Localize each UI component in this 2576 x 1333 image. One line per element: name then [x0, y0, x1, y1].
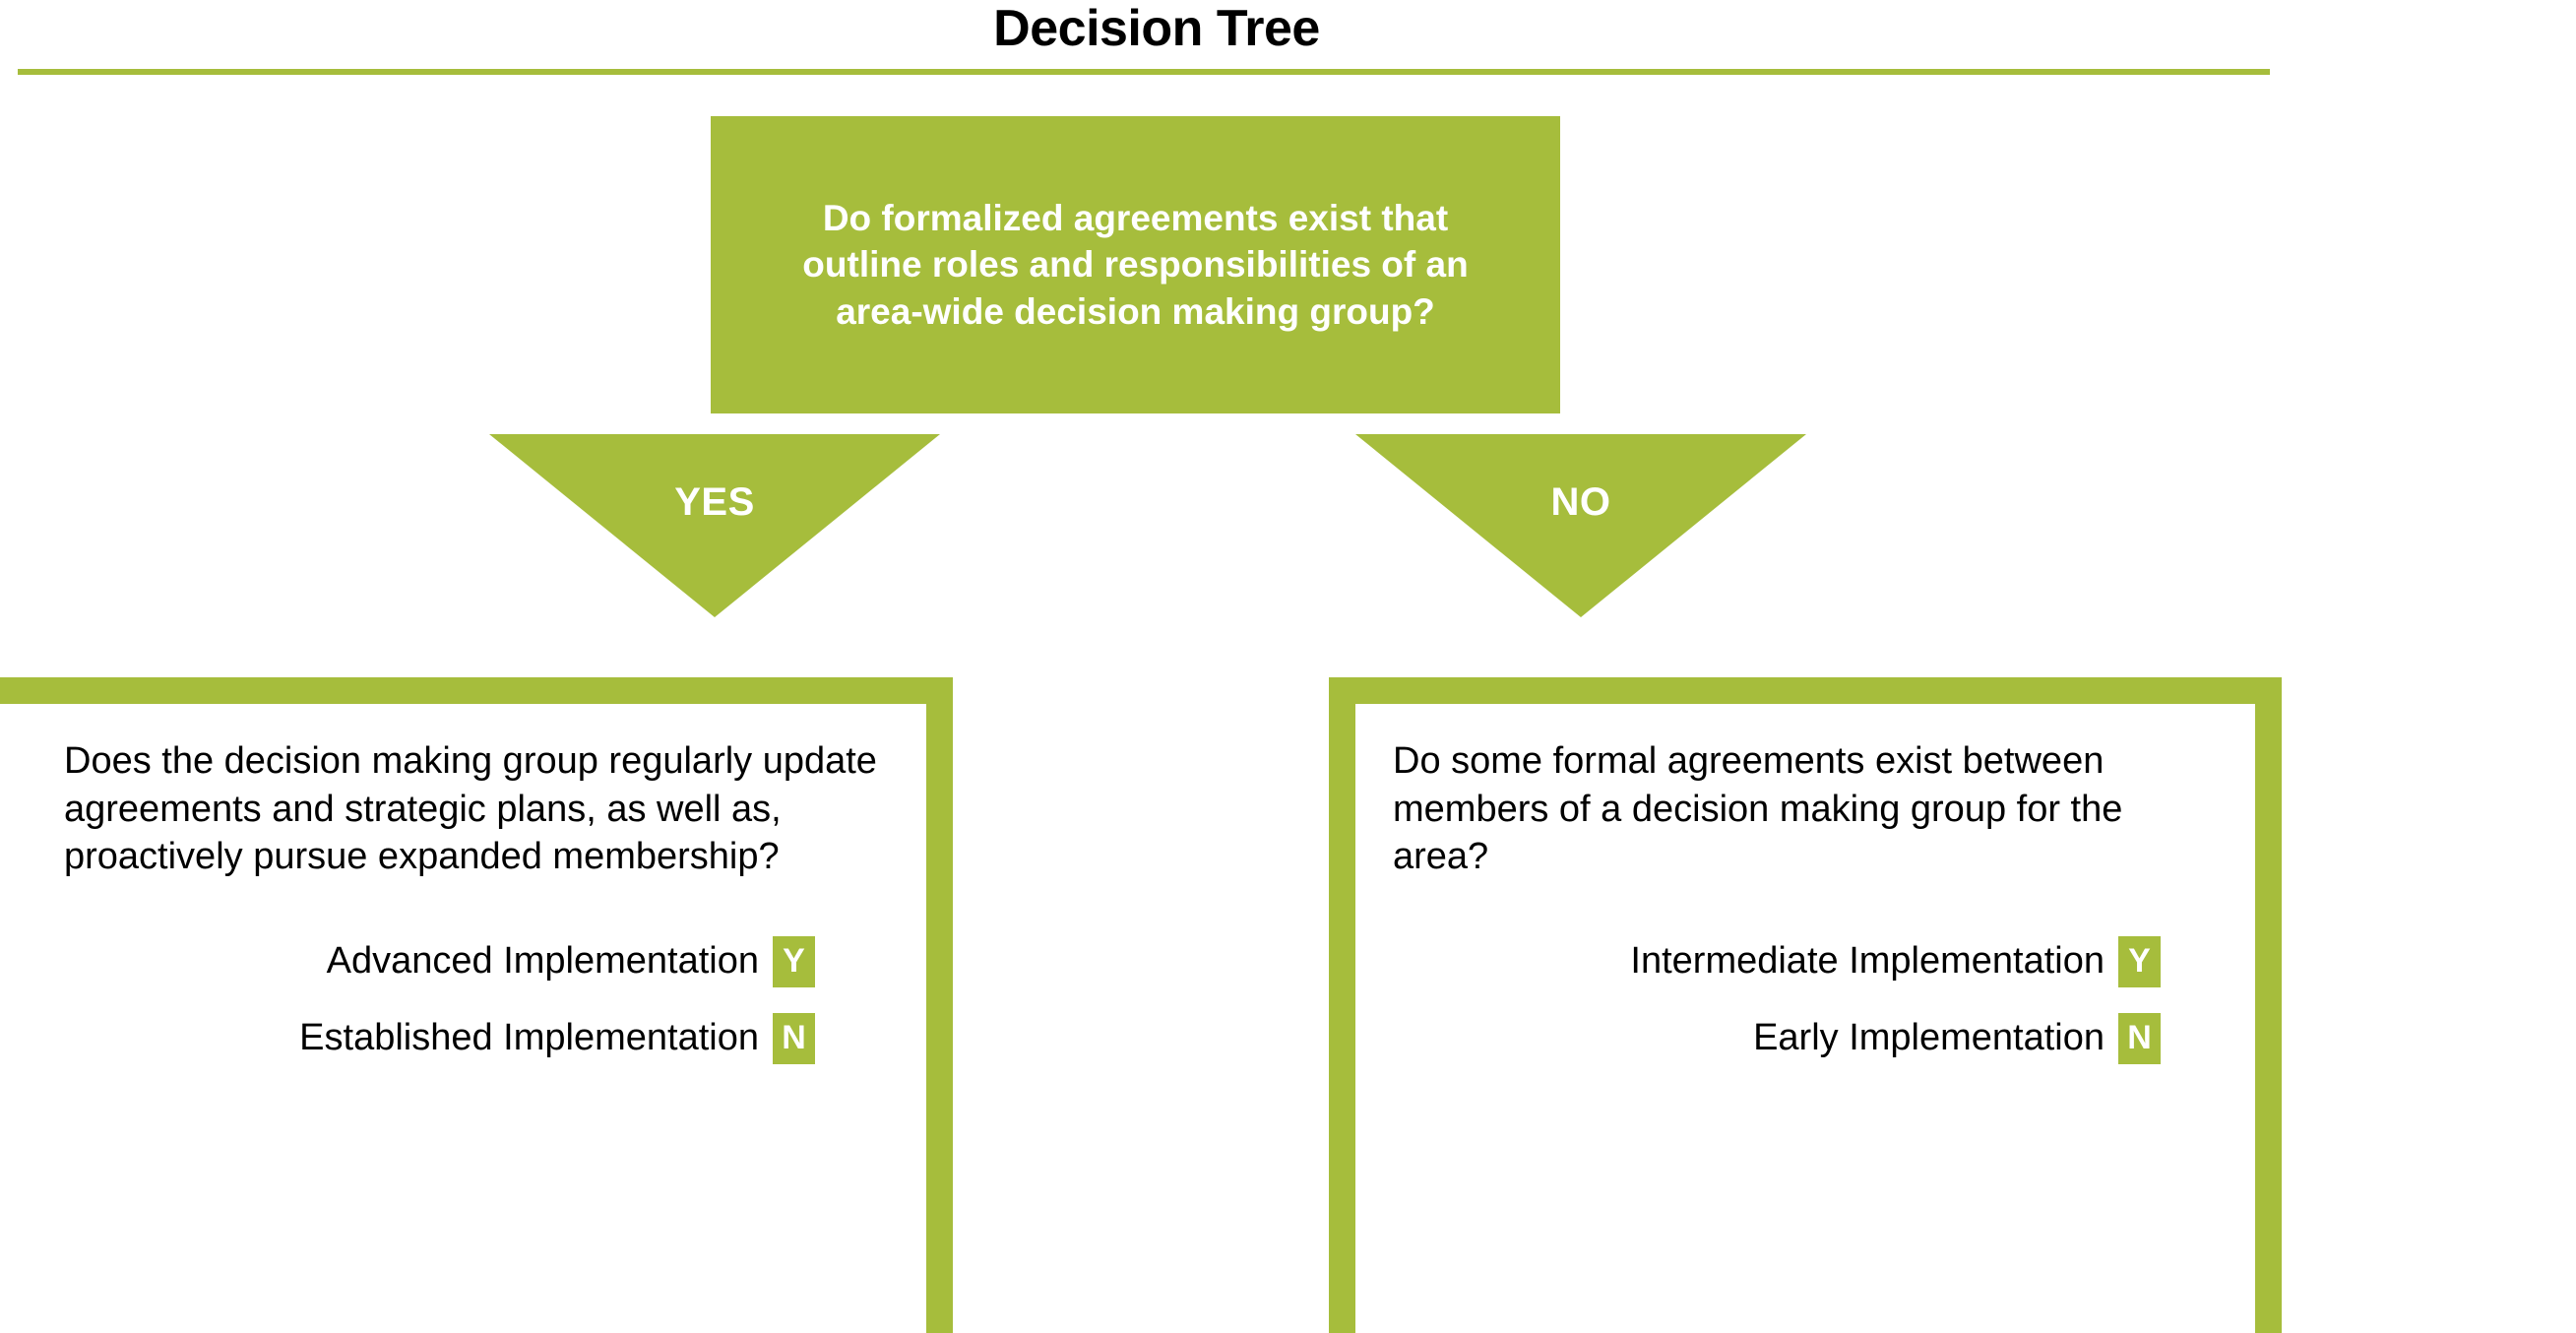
branch-arrow-no: NO — [1355, 434, 1806, 617]
result-badge-yes: Y — [2118, 935, 2161, 987]
result-row: Early Implementation N — [1393, 1012, 2218, 1064]
page-title: Decision Tree — [993, 0, 1320, 57]
result-row: Advanced Implementation Y — [64, 935, 889, 987]
root-question-box: Do formalized agreements exist that outl… — [711, 116, 1560, 413]
outcome-question-no: Do some formal agreements exist between … — [1393, 740, 2123, 878]
result-label: Intermediate Implementation — [1630, 940, 2105, 983]
outcome-box-no: Do some formal agreements exist between … — [1329, 677, 2282, 1333]
root-question-text: Do formalized agreements exist that outl… — [802, 197, 1469, 332]
result-row: Established Implementation N — [64, 1012, 889, 1064]
branch-arrow-yes: YES — [489, 434, 940, 617]
outcome-results-no: Intermediate Implementation Y Early Impl… — [1393, 935, 2218, 1064]
result-label: Advanced Implementation — [326, 940, 759, 983]
result-badge-no: N — [773, 1012, 815, 1064]
outcome-box-no-inner: Do some formal agreements exist between … — [1355, 704, 2255, 1333]
result-badge-yes: Y — [773, 935, 815, 987]
triangle-down-icon — [489, 434, 940, 617]
triangle-down-icon — [1355, 434, 1806, 617]
title-divider-rule — [18, 69, 2270, 75]
outcome-box-yes-inner: Does the decision making group regularly… — [0, 704, 926, 1333]
result-label: Established Implementation — [299, 1017, 759, 1059]
result-badge-no: N — [2118, 1012, 2161, 1064]
outcome-box-yes: Does the decision making group regularly… — [0, 677, 953, 1333]
result-label: Early Implementation — [1753, 1017, 2105, 1059]
result-row: Intermediate Implementation Y — [1393, 935, 2218, 987]
outcome-question-yes: Does the decision making group regularly… — [64, 740, 877, 878]
outcome-results-yes: Advanced Implementation Y Established Im… — [64, 935, 889, 1064]
